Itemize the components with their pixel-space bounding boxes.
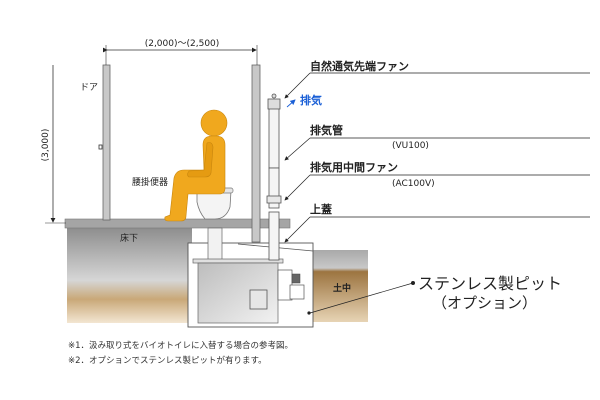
fan-tip-label: 自然通気先端ファン: [310, 59, 409, 73]
note-2: ※2．オプションでステンレス製ピットが有ります。: [68, 355, 267, 366]
middle-fan: [266, 195, 282, 204]
pit-option-label: （オプション）: [432, 294, 537, 312]
left-wall-door: [102, 64, 111, 221]
height-dimension-label: (3,000): [41, 129, 51, 162]
bio-toilet-tank: [197, 262, 279, 324]
door-label: ドア: [80, 83, 98, 93]
note-1: ※1．汲み取り式をバイオトイレに入替する場合の参考図。: [68, 340, 293, 351]
toilet-label: 腰掛便器: [132, 176, 168, 188]
soil-label: 土中: [333, 282, 351, 294]
pit-label: ステンレス製ピット: [418, 274, 562, 293]
middle-fan-label: 排気用中間ファン: [310, 160, 398, 174]
width-dimension-label: (2,000)～(2,500): [145, 39, 220, 49]
underfloor-label: 床下: [120, 232, 138, 244]
right-wall: [251, 64, 261, 243]
toilet-icon: [196, 190, 232, 220]
exhaust-pipe-label: 排気管: [310, 123, 343, 137]
door-knob-icon: [98, 144, 103, 150]
underfloor-ground: [67, 228, 192, 323]
exhaust-pipe: [266, 93, 282, 261]
lid-label: 上蓋: [310, 202, 332, 216]
fan-tip: [267, 98, 281, 110]
tank-hatch: [249, 289, 268, 310]
exhaust-label: 排気: [300, 93, 322, 107]
exhaust-pipe-spec: (VU100): [392, 141, 429, 151]
middle-fan-spec: (AC100V): [392, 179, 435, 189]
drop-pipe: [207, 227, 223, 261]
seated-person-icon: [164, 109, 228, 222]
